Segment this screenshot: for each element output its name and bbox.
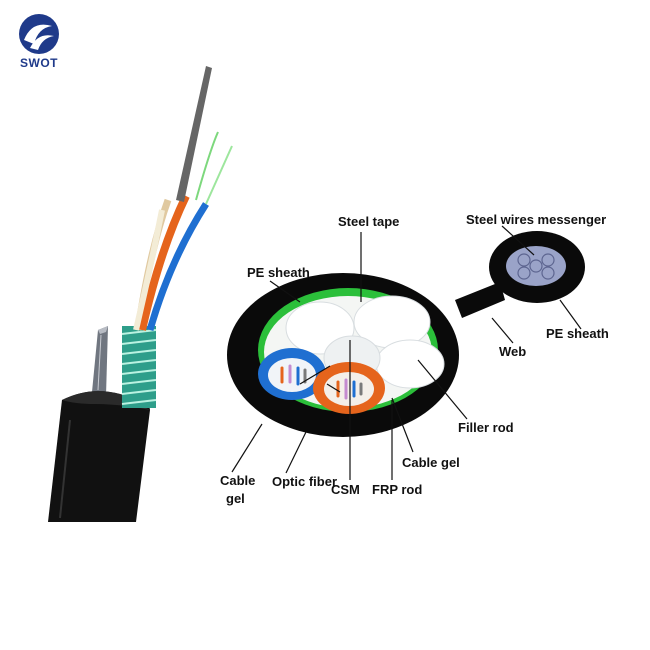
label-steel-tape: Steel tape bbox=[338, 214, 400, 229]
label-filler-rod: Filler rod bbox=[458, 420, 514, 435]
swot-logo-mark bbox=[19, 14, 59, 54]
messenger-wire bbox=[92, 326, 108, 396]
label-pe-sheath-outer: PE sheath bbox=[247, 265, 310, 280]
label-cable-gel-left-1: Cable bbox=[220, 473, 256, 488]
label-optic-fiber: Optic fiber bbox=[272, 474, 338, 489]
leader-lines bbox=[231, 225, 582, 480]
label-cable-gel-left-2: gel bbox=[226, 491, 245, 506]
brand-name: SWOT bbox=[20, 56, 58, 70]
web bbox=[455, 282, 505, 318]
filler-rod-3 bbox=[375, 339, 445, 389]
label-cable-gel-right: Cable gel bbox=[402, 455, 460, 470]
armor-tape bbox=[121, 326, 157, 408]
swot-logo: SWOT bbox=[8, 10, 70, 72]
label-pe-sheath-messenger: PE sheath bbox=[546, 326, 609, 341]
strength-member bbox=[176, 66, 212, 202]
label-web: Web bbox=[499, 344, 527, 359]
cross-section bbox=[227, 225, 585, 480]
label-csm: CSM bbox=[331, 482, 360, 497]
optic-fibers bbox=[195, 131, 233, 205]
loose-tubes bbox=[133, 194, 209, 331]
outer-jacket bbox=[48, 391, 150, 522]
label-frp-rod: FRP rod bbox=[372, 482, 423, 497]
steel-wires-messenger bbox=[506, 246, 566, 286]
label-steel-wires-messenger: Steel wires messenger bbox=[466, 212, 607, 227]
